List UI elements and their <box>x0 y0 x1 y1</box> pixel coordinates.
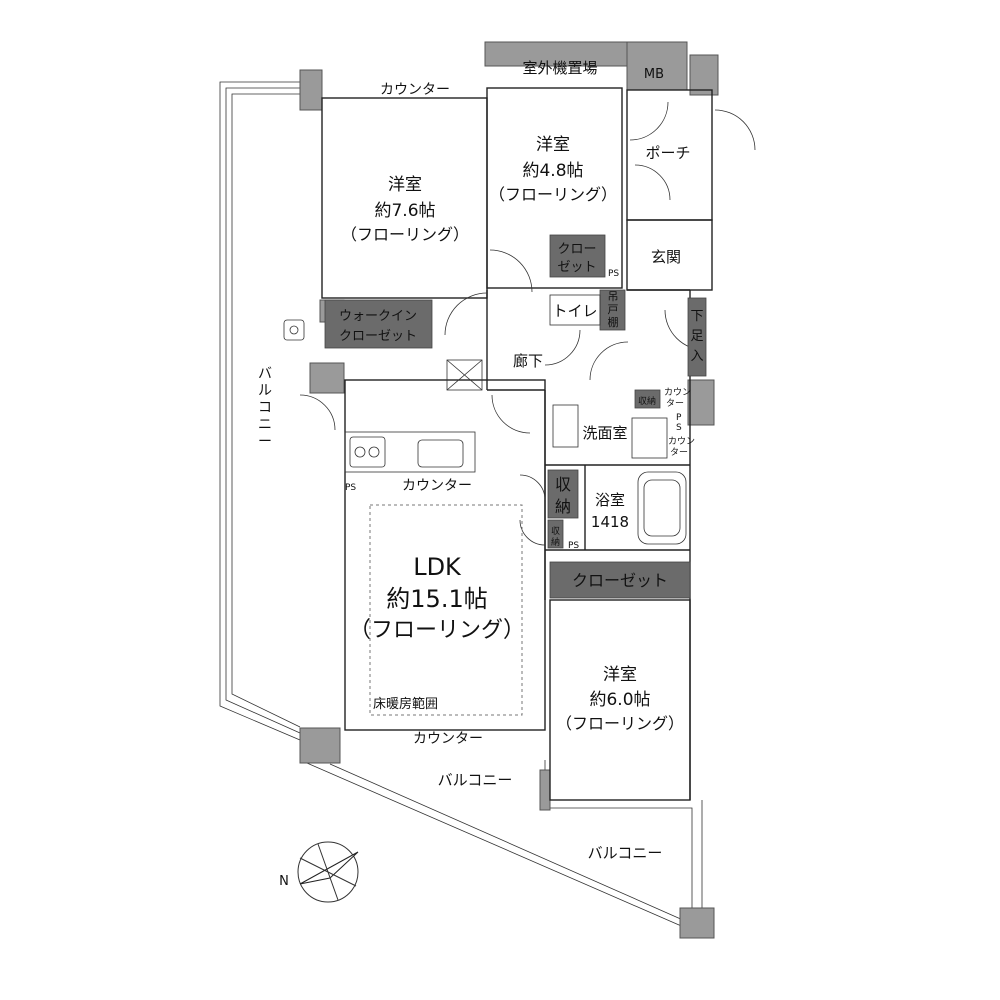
porch-label: ポーチ <box>645 144 690 162</box>
ps-label-kitchen: PS <box>345 483 356 493</box>
closet-long-label: クローゼット <box>572 571 668 590</box>
balcony-left-5: ー <box>258 434 272 450</box>
walls <box>299 41 719 939</box>
room-western-76-floor: （フローリング） <box>341 225 469 244</box>
floor-heating-label: 床暖房範囲 <box>373 696 438 712</box>
ldk-size: 約15.1帖 <box>386 585 487 613</box>
corridor-label: 廊下 <box>513 352 543 370</box>
ldk-name: LDK <box>413 553 462 581</box>
hanging-shelf-1: 吊 <box>608 290 619 303</box>
room-western-60-name: 洋室 <box>603 665 637 685</box>
room-western-48-size: 約4.8帖 <box>522 161 583 181</box>
floor-heating-area <box>369 504 523 716</box>
fixtures <box>283 294 687 545</box>
hanging-shelf-3: 棚 <box>608 315 619 329</box>
entrance-label: 玄関 <box>651 248 681 266</box>
storage-fills <box>324 234 707 599</box>
compass-icon <box>297 841 359 903</box>
room-western-60-size: 約6.0帖 <box>589 690 650 710</box>
room-western-48-name: 洋室 <box>536 135 570 155</box>
room-western-76-size: 約7.6帖 <box>374 201 435 221</box>
outdoor-unit-label: 室外機置場 <box>522 59 597 77</box>
balcony-left-outline <box>219 81 301 741</box>
hanging-shelf-2: 戸 <box>608 303 619 316</box>
closet-small-line1: クロー <box>557 242 596 257</box>
room-western-60-floor: （フローリング） <box>556 714 684 733</box>
bath-name: 浴室 <box>595 491 625 509</box>
ps-vert-1: P <box>676 413 682 423</box>
storage-1: 収 <box>555 475 571 494</box>
counter-small-a1: カウン <box>664 387 691 398</box>
storage-small-b1: 収 <box>551 525 560 537</box>
ps-label-closet: PS <box>608 269 619 279</box>
ps-label-storage: PS <box>568 541 579 551</box>
room-western-76-name: 洋室 <box>388 175 422 195</box>
walkin-line2: クローゼット <box>339 329 417 344</box>
shoe-box-2: 足 <box>690 329 703 344</box>
counter-small-b2: ター <box>670 447 688 458</box>
storage-2: 納 <box>555 497 571 516</box>
north-label: N <box>279 874 289 889</box>
balcony-left-4: ニ <box>258 417 272 433</box>
ps-vert-2: S <box>676 423 682 433</box>
washroom-label: 洗面室 <box>582 424 627 442</box>
counter-small-b1: カウン <box>668 436 695 447</box>
balcony-left-3: コ <box>258 400 272 416</box>
balcony-right-label: バルコニー <box>588 844 663 862</box>
room-lines <box>321 87 713 801</box>
shoe-box-1: 下 <box>690 309 703 324</box>
balcony-left-1: バ <box>258 366 272 382</box>
counter-bottom-label: カウンター <box>413 731 483 747</box>
ldk-floor: （フローリング） <box>349 618 525 643</box>
counter-top-label: カウンター <box>380 82 450 98</box>
room-western-48-floor: （フローリング） <box>489 185 617 204</box>
walkin-line1: ウォークイン <box>339 309 417 324</box>
counter-kitchen-label: カウンター <box>402 478 472 494</box>
door-swings <box>299 101 756 546</box>
bath-size: 1418 <box>591 513 629 531</box>
counter-small-a2: ター <box>666 398 684 409</box>
mb-label: MB <box>644 67 664 82</box>
toilet-label: トイレ <box>552 302 597 320</box>
closet-small-line2: ゼット <box>557 260 596 275</box>
storage-small-a: 収納 <box>638 395 656 407</box>
storage-small-b2: 納 <box>551 536 560 548</box>
shoe-box-3: 入 <box>690 349 703 364</box>
balcony-bottom-label: バルコニー <box>438 771 513 789</box>
balcony-left-2: ル <box>258 383 272 399</box>
